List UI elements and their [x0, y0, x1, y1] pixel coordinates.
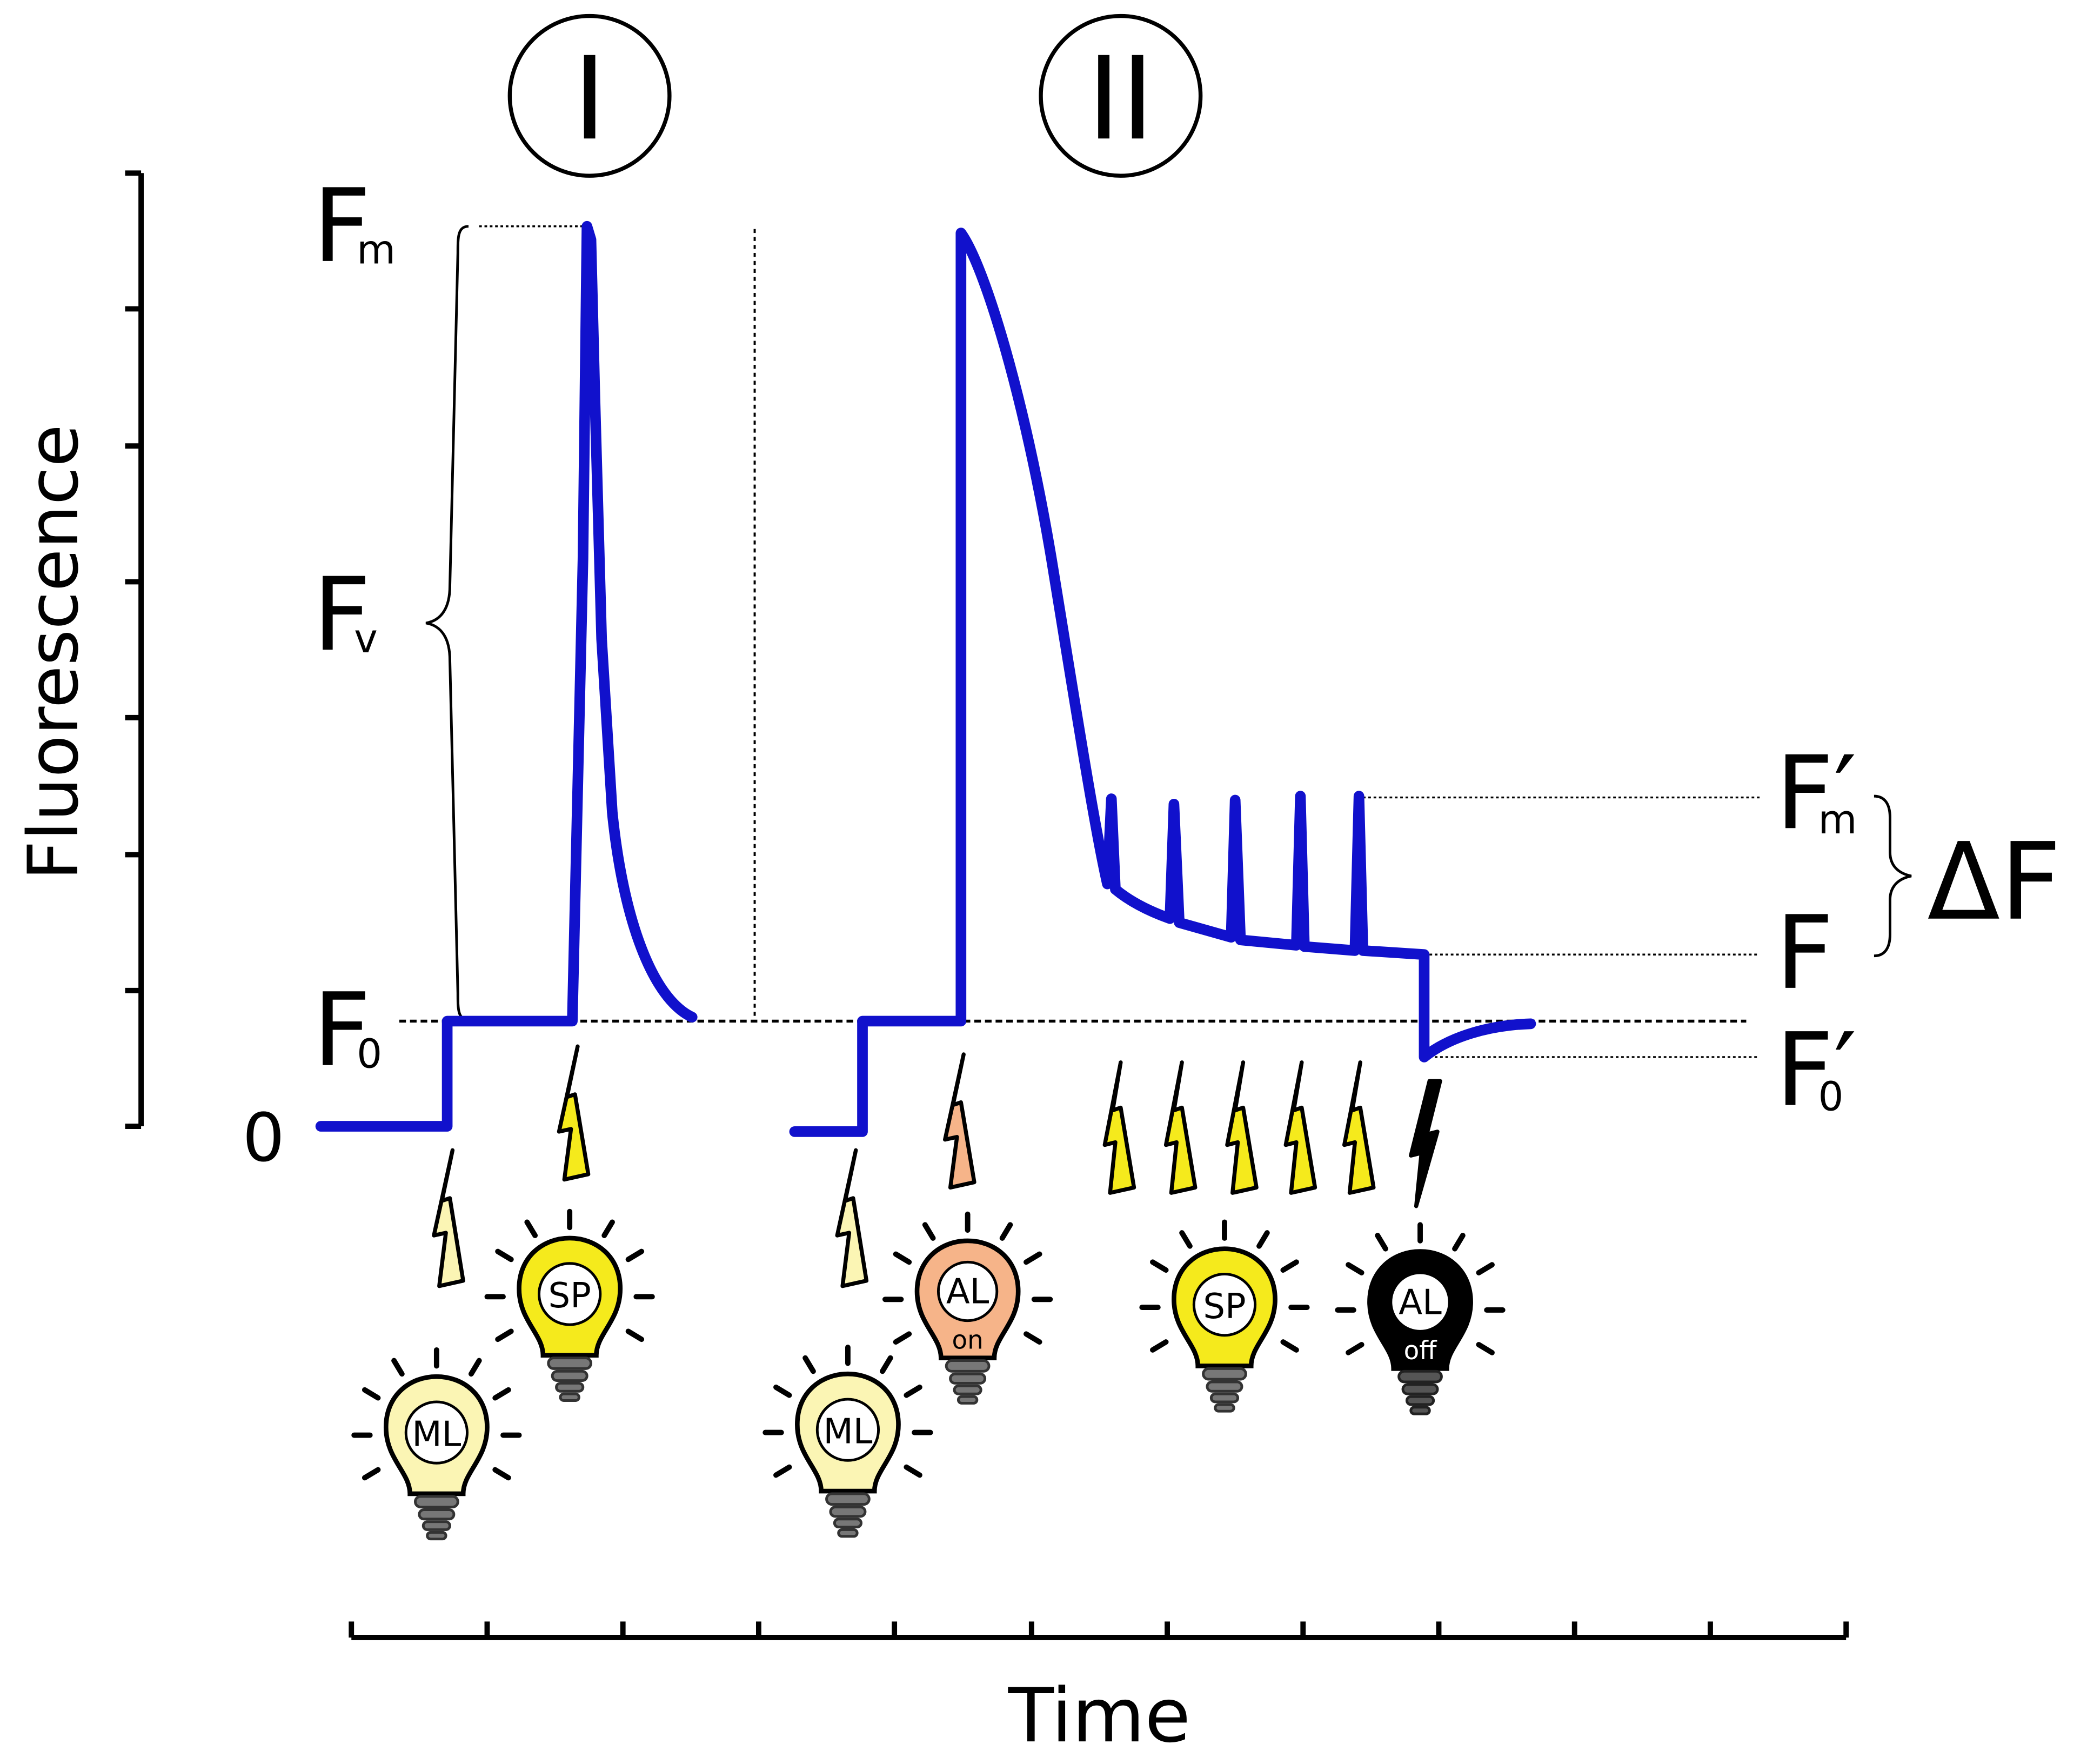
al-on-bulb: AL on [882, 1211, 1053, 1405]
svg-text:m: m [1818, 797, 1857, 843]
light-rays-icon [484, 1208, 655, 1342]
x-axis [349, 1621, 1849, 1640]
svg-text:F′: F′ [1776, 1012, 1857, 1130]
svg-text:F: F [313, 972, 371, 1090]
sp-bulb-2: SP [1139, 1219, 1310, 1413]
svg-text:0: 0 [1818, 1073, 1843, 1120]
svg-text:F′: F′ [1776, 734, 1857, 852]
svg-text:F: F [1776, 894, 1834, 1012]
svg-text:0: 0 [357, 1031, 382, 1078]
ml-flash-1 [432, 1148, 465, 1288]
ml-bulb-1: ML [351, 1347, 522, 1541]
fv-brace [425, 225, 469, 1021]
ml-bulb-2: ML [762, 1345, 933, 1538]
svg-text:AL: AL [946, 1272, 989, 1312]
fm-label: F m [313, 168, 396, 285]
light-rays-icon [351, 1347, 522, 1481]
delta-f-label: ΔF [1927, 820, 2061, 944]
fm-prime-label: F′ m [1776, 734, 1857, 852]
fluorescence-trace-phase-2 [789, 228, 1536, 1137]
ml-flash-2 [835, 1148, 869, 1288]
f0-label: F 0 [313, 972, 382, 1090]
al-on-flash [943, 1052, 976, 1190]
svg-text:on: on [952, 1326, 983, 1355]
light-rays-icon [1139, 1219, 1310, 1353]
svg-text:off: off [1404, 1337, 1438, 1366]
al-off-flash [1409, 1079, 1442, 1208]
zero-label: 0 [242, 1100, 284, 1177]
delta-f-brace [1874, 794, 1912, 958]
svg-text:v: v [354, 616, 378, 662]
svg-text:ML: ML [412, 1414, 461, 1454]
fv-label: F v [313, 556, 378, 674]
x-axis-label: Time [1008, 1672, 1191, 1759]
phase-two-label: II [1087, 32, 1154, 165]
phase-two-marker: II [1039, 14, 1203, 178]
light-rays-icon [762, 1345, 933, 1478]
f0-prime-label: F′ 0 [1776, 1012, 1857, 1130]
svg-text:F: F [313, 556, 371, 674]
svg-text:m: m [357, 227, 396, 273]
light-rays-icon [882, 1211, 1053, 1345]
f-label: F [1776, 894, 1834, 1012]
sp-bulb-1: SP [484, 1208, 655, 1402]
svg-text:SP: SP [548, 1276, 591, 1316]
y-axis [125, 170, 144, 1129]
svg-text:ML: ML [823, 1412, 872, 1452]
svg-text:SP: SP [1203, 1287, 1246, 1327]
sp-flash-2 [1102, 1060, 1376, 1195]
light-rays-icon [1335, 1222, 1506, 1355]
svg-text:AL: AL [1399, 1282, 1442, 1322]
sp-flash-1 [557, 1044, 591, 1182]
svg-text:F: F [313, 168, 371, 285]
al-off-bulb: AL off [1335, 1222, 1506, 1415]
phase-one-marker: I [507, 14, 672, 178]
fluorescence-trace-phase-1 [315, 220, 698, 1132]
phase-one-label: I [573, 32, 606, 165]
y-axis-label: Fluorescence [14, 424, 94, 880]
